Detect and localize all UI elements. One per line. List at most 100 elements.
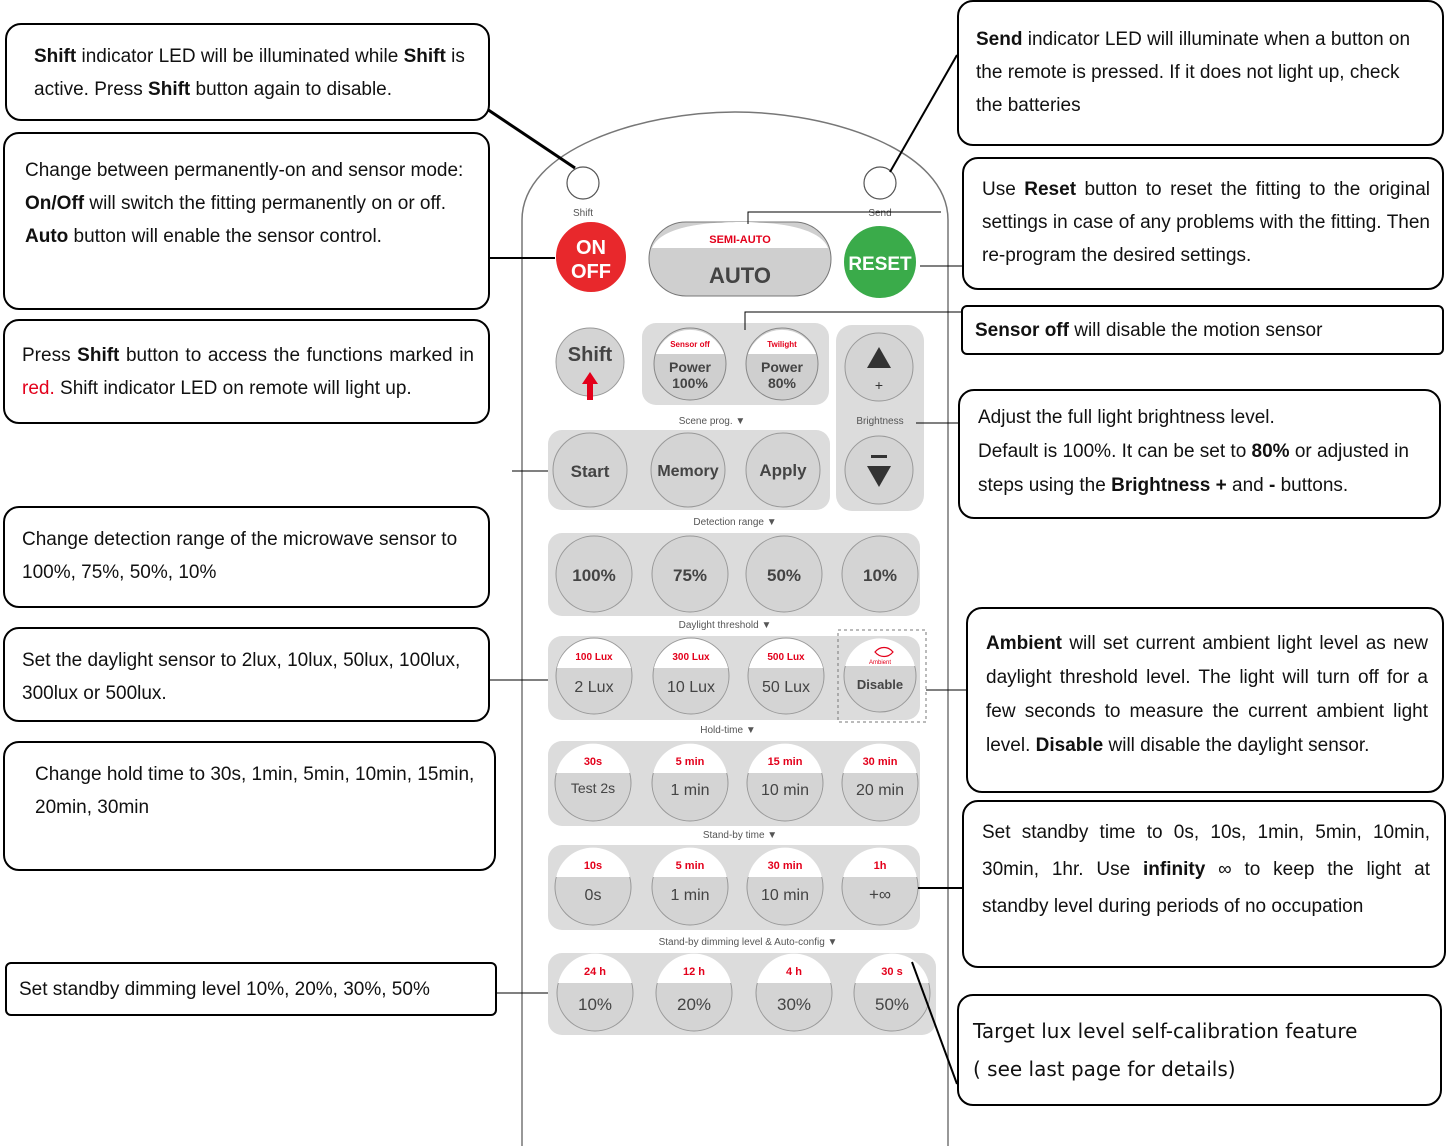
detection-callout: Change detection range of the microwave …	[3, 506, 490, 608]
standby-label: Stand-by time ▼	[703, 830, 777, 841]
reset-button	[842, 224, 918, 300]
reset-callout: Use Reset button to reset the fitting to…	[962, 157, 1444, 290]
brightness-label: Brightness	[856, 416, 903, 427]
svg-text:50 Lux: 50 Lux	[762, 679, 810, 696]
svg-text:10s: 10s	[584, 860, 602, 872]
bold-term: Reset	[1024, 179, 1077, 200]
minus-icon	[871, 455, 887, 458]
callout-text: Set standby dimming level 10%, 20%, 30%,…	[19, 979, 430, 1000]
callout-text: buttons.	[1275, 475, 1349, 496]
shift-led	[566, 166, 600, 200]
svg-text:5 min: 5 min	[676, 756, 705, 768]
svg-text:100 Lux: 100 Lux	[575, 652, 613, 663]
callout-text: Change detection range of the microwave …	[22, 529, 458, 583]
brightness-callout: Adjust the full light brightness level. …	[958, 389, 1441, 519]
svg-text:12 h: 12 h	[683, 966, 705, 978]
auto-label: AUTO	[709, 263, 771, 288]
bold-term: Disable	[1035, 735, 1104, 756]
callout-text: Shift indicator LED on remote will light…	[54, 378, 412, 399]
bold-term: -	[1268, 475, 1276, 496]
callout-text: Adjust the full light brightness level.	[978, 407, 1275, 428]
callout-text: Set the daylight sensor to 2lux, 10lux, …	[22, 650, 461, 704]
svg-text:100%: 100%	[572, 566, 615, 585]
callout-line: Auto button will enable the sensor contr…	[25, 220, 476, 253]
bold-term: Send	[976, 29, 1023, 50]
svg-text:10 min: 10 min	[761, 782, 809, 799]
memory-button: Memory	[650, 432, 726, 508]
sensor-off-label: Sensor off	[670, 340, 710, 349]
svg-text:1 min: 1 min	[670, 782, 709, 799]
svg-text:Ambient: Ambient	[869, 660, 891, 666]
down-arrow-icon	[867, 466, 891, 487]
shift-button-callout: Press Shift button to access the functio…	[3, 319, 490, 424]
bold-term: Shift	[34, 46, 77, 67]
detection-panel	[548, 533, 920, 616]
ambient-eye-icon	[874, 646, 894, 658]
detection-75-button: 75%	[651, 535, 729, 613]
red-word: red.	[22, 378, 55, 399]
dimming-30-button: 4 h30%	[755, 953, 833, 1032]
sensor-off-callout: Sensor off will disable the motion senso…	[961, 305, 1444, 355]
callout-text: will set current ambient light level as …	[986, 633, 1428, 756]
svg-text:2 Lux: 2 Lux	[574, 679, 613, 696]
send-led-label: Send	[868, 208, 891, 219]
reset-label: RESET	[848, 254, 912, 275]
bold-term: 80%	[1251, 441, 1290, 462]
send-led	[863, 166, 897, 200]
detection-label: Detection range ▼	[693, 517, 776, 528]
callout-text: button to reset the fitting to the origi…	[982, 179, 1430, 266]
callout-text: Change between permanently-on and sensor…	[25, 160, 464, 181]
svg-text:20 min: 20 min	[856, 782, 904, 799]
svg-text:Disable: Disable	[857, 677, 903, 692]
bold-term: Shift	[77, 345, 120, 366]
callout-text: button again to disable.	[190, 79, 393, 100]
callout-text: Default is 100%. It can be set to	[978, 441, 1252, 462]
callout-line: On/Off will switch the fitting permanent…	[25, 187, 476, 220]
hold-10min-button: 15 min 10 min	[746, 743, 824, 822]
callout-text: ( see last page for details)	[973, 1057, 1236, 1081]
send-led-callout: Send indicator LED will illuminate when …	[957, 0, 1444, 146]
shift-led-label: Shift	[573, 208, 593, 219]
on-label: ON	[576, 237, 606, 259]
ambient-callout: Ambient will set current ambient light l…	[966, 607, 1444, 793]
callout-text: Target lux level self-calibration featur…	[973, 1019, 1358, 1043]
callout-text: Change hold time to 30s, 1min, 5min, 10m…	[35, 764, 475, 818]
svg-text:15 min: 15 min	[768, 756, 803, 768]
svg-text:30 s: 30 s	[881, 966, 902, 978]
svg-text:Memory: Memory	[657, 463, 718, 480]
target-callout: Target lux level self-calibration featur…	[957, 994, 1442, 1106]
hold-panel	[548, 741, 920, 826]
apply-button: Apply	[745, 432, 821, 508]
callout-text: button will enable the sensor control.	[68, 226, 382, 247]
svg-text:Start: Start	[571, 462, 610, 481]
bold-term: Sensor off	[975, 320, 1069, 341]
daylight-2lux-button: 100 Lux 2 Lux	[555, 637, 633, 715]
svg-text:1 min: 1 min	[670, 887, 709, 904]
shift-led-callout: Shift indicator LED will be illuminated …	[5, 23, 490, 121]
daylight-label: Daylight threshold ▼	[679, 620, 772, 631]
svg-text:500 Lux: 500 Lux	[767, 652, 805, 663]
callout-text: indicator LED will be illuminated while	[76, 46, 404, 67]
svg-text:0s: 0s	[585, 887, 602, 904]
svg-text:10%: 10%	[863, 566, 897, 585]
dimming-10-button: 24 h10%	[556, 953, 634, 1032]
power-label-2: Power	[761, 359, 804, 375]
callout-text: Use	[982, 179, 1025, 200]
standby-0s-button: 10s 0s	[554, 847, 632, 926]
mode-callout: Change between permanently-on and sensor…	[3, 132, 490, 310]
dimming-50-button: 30 s50%	[853, 953, 931, 1032]
dimming-panel	[548, 953, 936, 1035]
bold-term: Brightness +	[1111, 475, 1227, 496]
svg-text:5 min: 5 min	[676, 860, 705, 872]
callout-text: is active. Press	[34, 46, 465, 100]
svg-text:10%: 10%	[578, 995, 612, 1014]
svg-text:50%: 50%	[767, 566, 801, 585]
ambient-dashed-frame	[837, 629, 927, 723]
svg-text:10 Lux: 10 Lux	[667, 679, 715, 696]
hold-label: Hold-time ▼	[700, 725, 755, 736]
standby-callout: Set standby time to 0s, 10s, 1min, 5min,…	[962, 800, 1446, 968]
dimming-callout: Set standby dimming level 10%, 20%, 30%,…	[5, 962, 497, 1016]
